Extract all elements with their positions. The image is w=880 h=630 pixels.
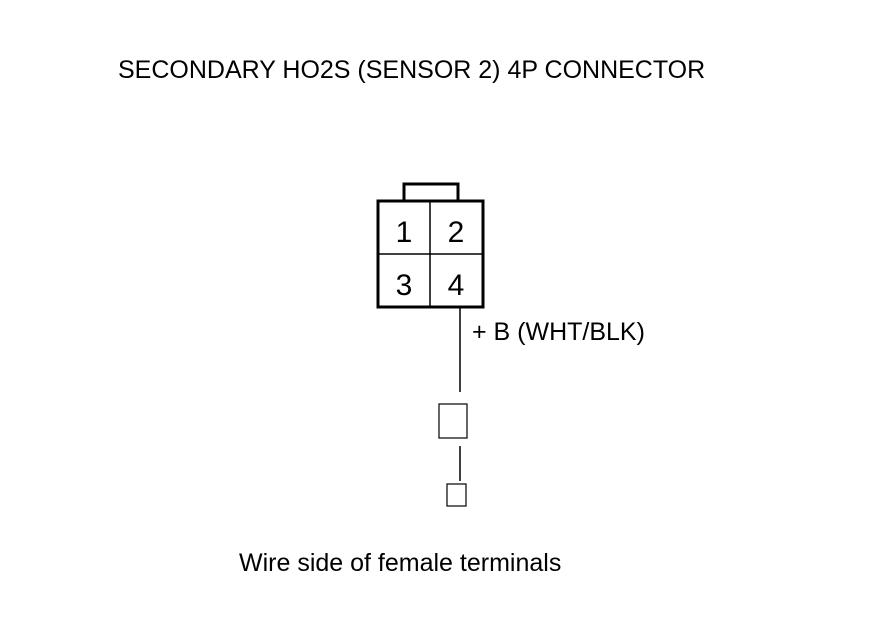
diagram-title: SECONDARY HO2S (SENSOR 2) 4P CONNECTOR — [118, 56, 706, 84]
connector-latch — [402, 182, 460, 200]
pin-2-label: 2 — [448, 216, 465, 249]
wire-label: + B (WHT/BLK) — [472, 318, 645, 346]
pin-3-label: 3 — [396, 269, 413, 302]
pin-1-label: 1 — [396, 216, 413, 249]
diagram-caption: Wire side of female terminals — [239, 549, 562, 577]
terminal-probe-large — [438, 403, 468, 439]
terminal-probe-small — [446, 483, 467, 507]
pin-4-label: 4 — [448, 269, 465, 302]
